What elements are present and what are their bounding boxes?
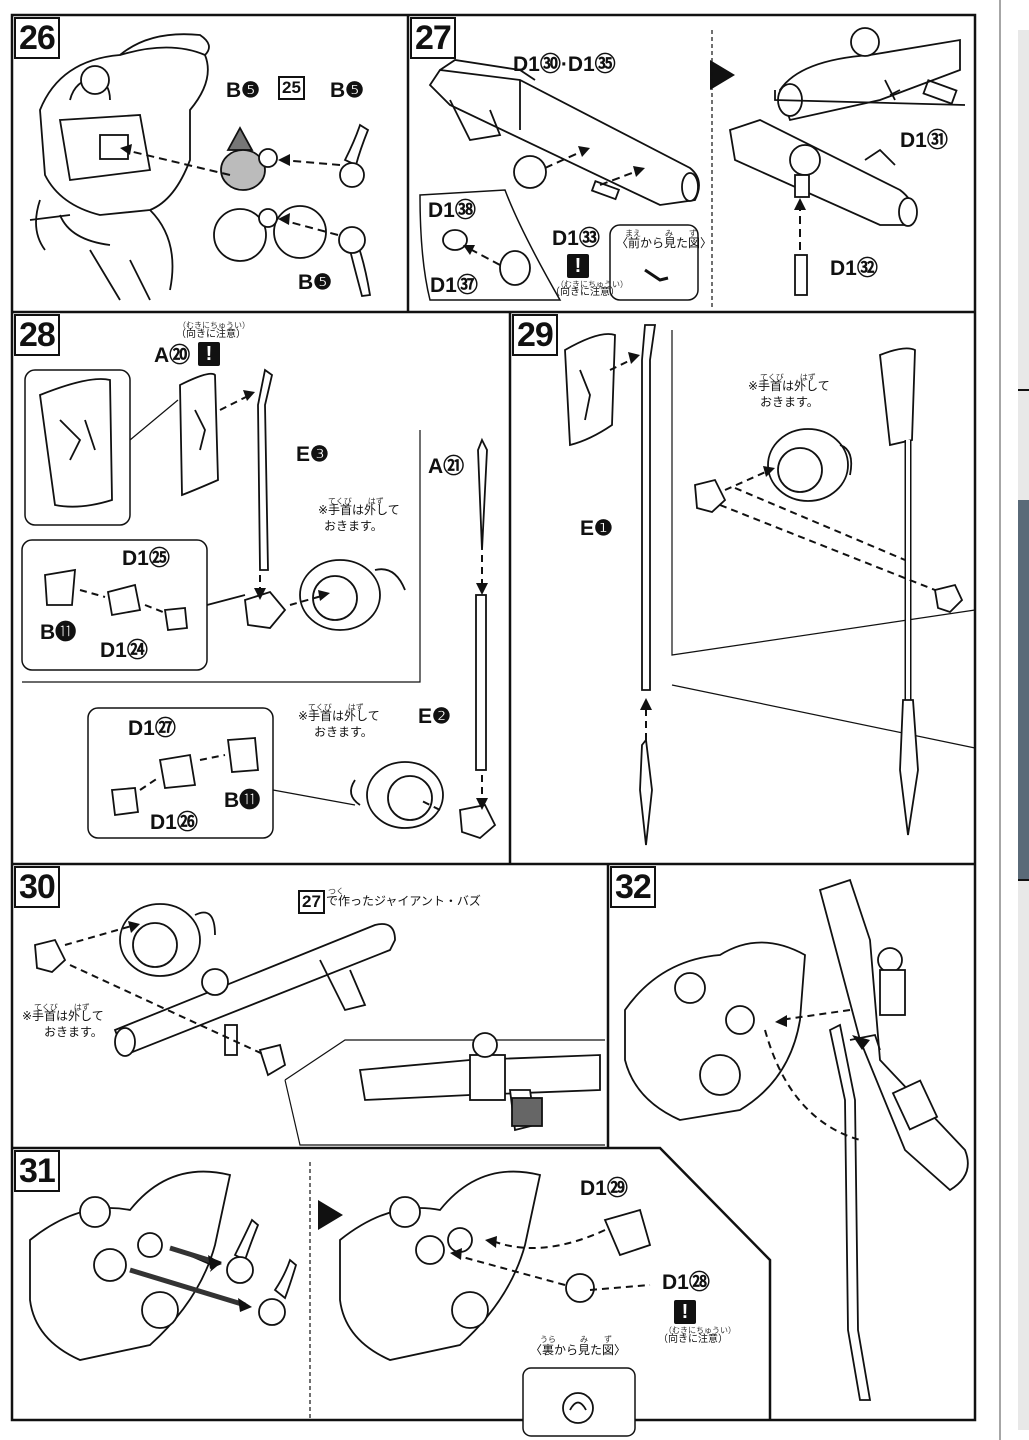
part-label-d1-29: D1㉙ — [580, 1177, 628, 1200]
step30-figure — [34, 903, 605, 1146]
step-number-27: 27 — [410, 17, 456, 59]
wrist-ruby: てくび はず — [328, 497, 384, 506]
bazooka-ruby: つく — [328, 887, 344, 896]
front-view-ruby: まえ み ず — [625, 229, 697, 238]
step-number-30: 30 — [14, 866, 60, 908]
part-label-d1-28: D1㉘ — [662, 1271, 710, 1294]
part-label-d1-26: D1㉖ — [150, 811, 198, 834]
caution-ruby: （むきにちゅうい） — [556, 280, 628, 289]
part-label-d1-32: D1㉜ — [830, 257, 878, 280]
step30-arrowheads — [128, 921, 140, 933]
next-page-edge — [999, 0, 1029, 1440]
panel-borders — [10, 13, 977, 1422]
part-label-e1: E❶ — [580, 517, 613, 540]
part-label-e3: E❸ — [296, 443, 329, 466]
step28-arrowheads — [243, 390, 488, 810]
wrist-ruby: てくび はず — [308, 703, 364, 712]
caution-note: （向きに注意） — [658, 1334, 728, 1345]
part-label-a21: A㉑ — [428, 455, 465, 478]
part-label-b5: B❺ — [330, 79, 364, 102]
step32-figure — [624, 878, 969, 1401]
step-number-32: 32 — [610, 866, 656, 908]
caution-ruby: （むきにちゅうい） — [178, 321, 250, 330]
step29-arrowheads — [628, 352, 775, 710]
step-number-31: 31 — [14, 1150, 60, 1192]
step31-arrowheads — [129, 1200, 497, 1312]
wrist-note-line1: ※手首は外して — [318, 503, 400, 517]
part-label-d1-33: D1㉝ — [552, 227, 600, 250]
step-reference-25: 25 — [278, 76, 305, 100]
step26-arrowheads — [120, 144, 290, 225]
part-label-d1-37: D1㊲ — [430, 274, 478, 297]
wrist-note-line2: おきます。 — [760, 395, 819, 409]
caution-icon: ! — [567, 254, 589, 278]
part-label-b5: B❺ — [298, 271, 332, 294]
part-label-d1-25: D1㉕ — [122, 547, 170, 570]
part-label-d1-38: D1㊳ — [428, 199, 476, 222]
wrist-note-line1: ※手首は外して — [22, 1009, 104, 1023]
part-label-a20: A⑳ — [154, 344, 191, 367]
wrist-ruby: てくび はず — [34, 1003, 90, 1012]
step32-arrowheads — [775, 1015, 870, 1050]
back-view-ruby: うら み ず — [540, 1335, 612, 1344]
next-arrow-31 — [318, 1200, 343, 1230]
step27-arrows — [467, 149, 801, 266]
step26-arrows — [124, 149, 341, 236]
step30-arrows — [64, 924, 266, 1056]
next-arrow — [710, 60, 735, 90]
wrist-note-line2: おきます。 — [324, 519, 383, 533]
part-label-d1-24: D1㉔ — [100, 639, 148, 662]
step-number-26: 26 — [14, 17, 60, 59]
caution-note: （向きに注意） — [176, 329, 246, 340]
part-label-b5: B❺ — [226, 79, 260, 102]
step29-arrows — [609, 357, 936, 740]
step32-arrows — [764, 1009, 861, 1141]
step31-figure — [29, 1162, 652, 1437]
part-label-b11: B⓫ — [224, 789, 261, 812]
step27-figure — [419, 27, 966, 301]
part-label-d1-31: D1㉛ — [900, 129, 948, 152]
step-number-29: 29 — [512, 314, 558, 356]
step31-arrows — [454, 1229, 651, 1291]
front-view-note: 〈前から見た図〉 — [616, 236, 713, 250]
caution-icon: ! — [198, 342, 220, 366]
wrist-note-line1: ※手首は外して — [298, 709, 380, 723]
caution-icon: ! — [674, 1300, 696, 1324]
step29-figure — [564, 324, 976, 846]
wrist-note-line2: おきます。 — [44, 1025, 103, 1039]
outer-frame — [10, 13, 977, 1422]
caution-note: （向きに注意） — [550, 287, 620, 298]
part-label-d1-27: D1㉗ — [128, 717, 176, 740]
wrist-note-line1: ※手首は外して — [748, 379, 830, 393]
bazooka-note: で作ったジャイアント・バズ — [326, 894, 481, 908]
wrist-ruby: てくび はず — [760, 373, 816, 382]
step-reference-27: 27 — [298, 890, 325, 914]
part-label-e2: E❷ — [418, 705, 451, 728]
part-label-d1-30-35: D1㉚·D1㉟ — [513, 53, 616, 76]
back-view-note: 〈裏から見た図〉 — [530, 1343, 627, 1357]
step-number-28: 28 — [14, 314, 60, 356]
caution-ruby: （むきにちゅうい） — [664, 1326, 736, 1335]
step28-figure — [21, 368, 497, 840]
part-label-b11: B⓫ — [40, 621, 77, 644]
step27-arrowheads — [463, 60, 806, 255]
wrist-note-line2: おきます。 — [314, 725, 373, 739]
